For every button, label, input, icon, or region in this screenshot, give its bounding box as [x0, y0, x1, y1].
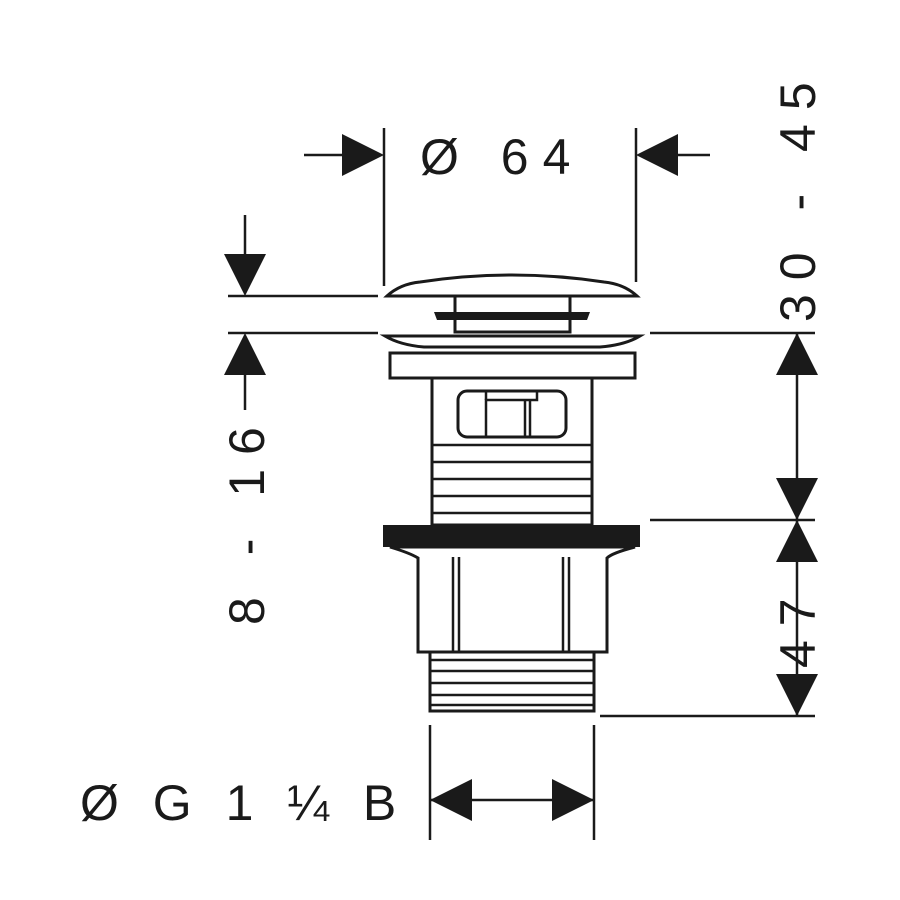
arrow-right-icon — [342, 134, 384, 176]
lower-height-label: 47 — [770, 584, 826, 668]
diameter-label: Ø 64 — [420, 129, 584, 185]
valve-cap — [383, 273, 641, 298]
right-height-dimension: 30 - 45 47 — [600, 68, 826, 718]
right-height-label: 30 - 45 — [770, 68, 826, 322]
threaded-tail — [428, 650, 596, 713]
waste-valve — [379, 273, 646, 713]
thread-dimension: Ø G 1 ¼ B — [80, 725, 596, 840]
overflow-slot — [456, 389, 568, 439]
flange — [379, 334, 646, 349]
seal-ring — [434, 312, 590, 320]
arrow-up-icon — [224, 333, 266, 375]
left-height-dimension: 8 - 16 — [219, 215, 378, 625]
lock-nut — [383, 525, 640, 547]
arrow-left-icon — [636, 134, 678, 176]
arrow-down-icon — [224, 254, 266, 296]
diameter-dimension: Ø 64 — [304, 128, 710, 286]
thread-size-label: Ø G 1 ¼ B — [80, 775, 406, 831]
left-height-label: 8 - 16 — [219, 413, 275, 625]
